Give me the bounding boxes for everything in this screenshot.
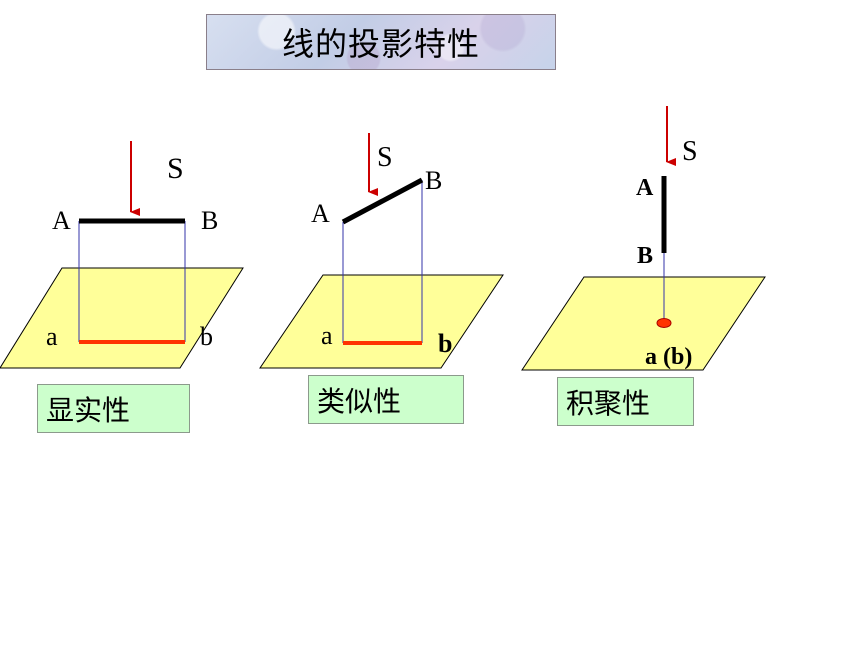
panel-similarity: S A B a b <box>259 133 504 369</box>
label-upper-a: A <box>311 199 330 228</box>
projection-plane <box>0 267 244 369</box>
label-upper-b: B <box>425 166 442 195</box>
projection-plane <box>259 274 504 369</box>
line-segment-ab <box>341 177 424 225</box>
label-lower-a: a <box>321 321 333 350</box>
label-upper-a: A <box>636 175 654 201</box>
label-s: S <box>682 136 698 167</box>
caption-text: 积聚性 <box>566 386 651 420</box>
projection-point <box>656 318 672 328</box>
caption-accumulation: 积聚性 <box>557 377 694 426</box>
label-upper-b: B <box>201 206 218 235</box>
label-upper-a: A <box>52 206 71 235</box>
label-s: S <box>377 142 393 173</box>
panel-true-length: S A B a b <box>0 141 244 369</box>
label-upper-b: B <box>637 243 653 269</box>
label-lower-b: b <box>200 322 213 351</box>
panel-accumulation: S A B a (b) <box>521 106 766 371</box>
title-box: 线的投影特性 <box>206 14 556 70</box>
caption-similarity: 类似性 <box>308 375 464 424</box>
slide-title: 线的投影特性 <box>281 25 480 63</box>
caption-text: 类似性 <box>317 384 402 418</box>
caption-text: 显实性 <box>46 393 131 427</box>
label-lower-a: a <box>46 322 58 351</box>
label-point: a (b) <box>645 344 692 370</box>
label-s: S <box>167 152 184 185</box>
caption-true-length: 显实性 <box>37 384 190 433</box>
label-lower-b: b <box>438 329 452 358</box>
projection-plane <box>521 276 766 371</box>
